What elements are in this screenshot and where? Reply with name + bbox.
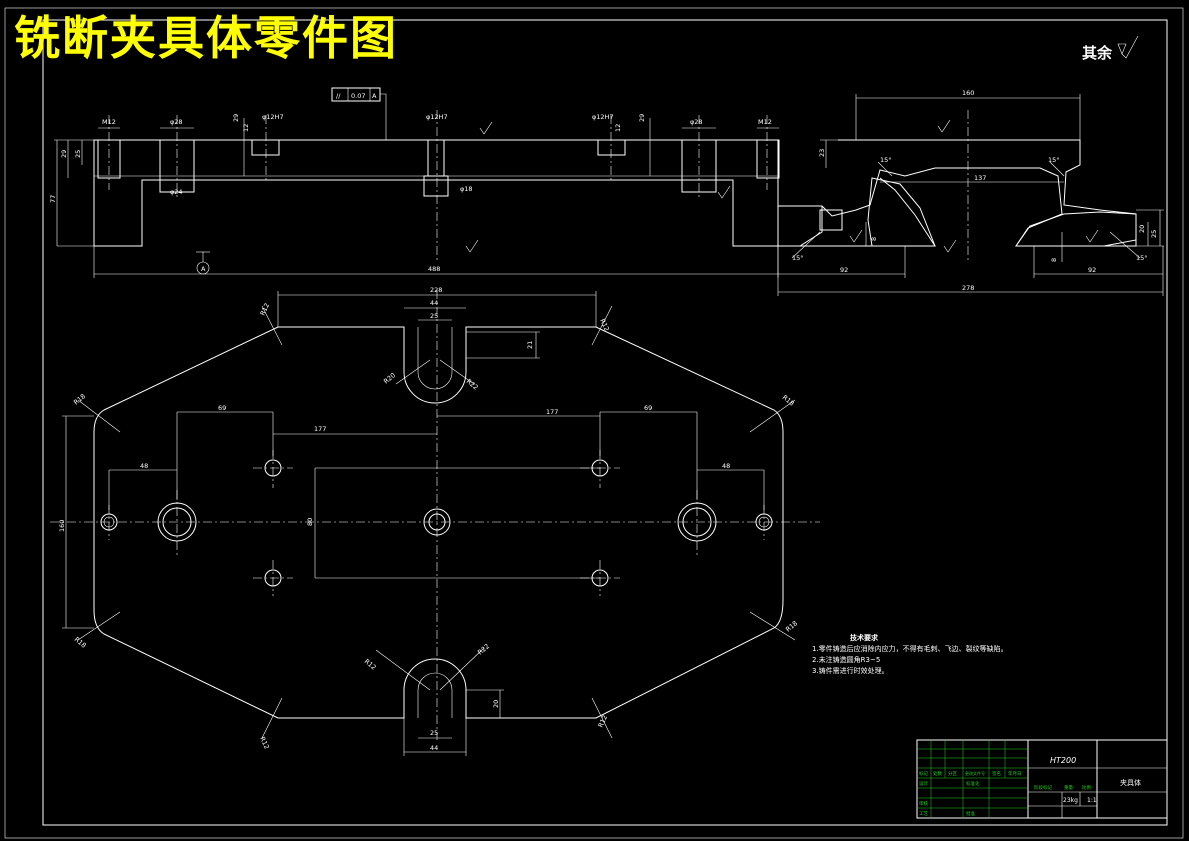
- dim-228: 228: [430, 286, 442, 294]
- dim-92-right: 92: [1088, 266, 1096, 274]
- dim-29-left: 29: [60, 150, 68, 158]
- dim-d28-right: φ28: [690, 118, 703, 126]
- dim-r12-tl: R12: [259, 302, 272, 317]
- dim-8-left: 8: [870, 237, 878, 241]
- dim-25-left: 25: [74, 150, 82, 158]
- dim-r12-bottom: R12: [363, 657, 378, 671]
- dim-r18-tl: R18: [72, 392, 87, 406]
- tech-note-3: 3.铸件需进行时效处理。: [812, 667, 889, 675]
- dim-77: 77: [49, 195, 57, 203]
- dim-48-right: 48: [722, 462, 730, 470]
- dim-15deg-lower-right: 15°: [1136, 254, 1148, 262]
- tol-datum: A: [372, 92, 377, 100]
- tb-header-1: 标记: [919, 770, 928, 777]
- dim-25-bottom: 25: [430, 729, 438, 737]
- dim-80: 80: [306, 518, 314, 526]
- dim-r18-tr: R18: [781, 393, 796, 407]
- tb-header-2: 处数: [933, 770, 942, 777]
- dim-177-right: 177: [546, 408, 558, 416]
- tb-role-design: 设计: [919, 780, 928, 787]
- drawing-title: 铣断夹具体零件图: [14, 11, 398, 65]
- dim-23: 23: [818, 149, 826, 157]
- dim-r18-br: R18: [784, 619, 799, 633]
- dim-d28-left: φ28: [170, 118, 183, 126]
- dim-488: 488: [428, 265, 440, 273]
- tb-header-4: 更改文件号: [965, 770, 985, 776]
- dim-15deg-left: 15°: [880, 156, 892, 164]
- tb-header-5: 签名: [992, 770, 1001, 777]
- dim-29-mid: 29: [232, 114, 240, 122]
- tech-note-1: 1.零件铸造后应消除内应力，不得有毛刺、飞边、裂纹等缺陷。: [812, 645, 1008, 653]
- dim-44-top: 44: [430, 299, 438, 307]
- tb-stage: 阶段标记: [1034, 784, 1052, 791]
- tb-role-process: 工艺: [919, 811, 928, 817]
- technical-requirements: 技术要求 1.零件铸造后应消除内应力，不得有毛刺、飞边、裂纹等缺陷。 2.未注铸…: [812, 633, 1012, 677]
- outer-frame: [4, 7, 1184, 839]
- dim-8-right: 8: [1050, 258, 1058, 262]
- roughness-note: 其余: [1082, 44, 1113, 62]
- plan-view: [50, 290, 820, 756]
- tol-value: 0.07: [351, 92, 365, 100]
- title-block-lines: [916, 739, 1168, 819]
- tb-role-approve: 批准: [966, 810, 975, 817]
- dim-69-left: 69: [218, 404, 226, 412]
- tb-header-6: 年月日: [1008, 770, 1022, 777]
- dim-d18: φ18: [460, 185, 473, 193]
- dim-177-left: 177: [314, 425, 326, 433]
- dim-d12h7-centre: φ12H7: [426, 113, 448, 121]
- dim-48-left: 48: [140, 462, 148, 470]
- dim-r12-bl: R12: [258, 735, 271, 750]
- dim-d24: φ24: [170, 188, 183, 196]
- dim-44-bottom: 44: [430, 744, 438, 752]
- dim-25-side: 25: [1150, 230, 1158, 238]
- dim-15deg-right: 15°: [1048, 156, 1060, 164]
- datum-label: A: [201, 265, 206, 273]
- dim-20-side: 20: [1138, 225, 1146, 233]
- tech-notes-title: 技术要求: [850, 634, 878, 642]
- drawing-scale: 1:1: [1087, 797, 1097, 804]
- dim-160-plan: 160: [58, 520, 66, 532]
- material-label: HT200: [1050, 756, 1077, 765]
- dim-137: 137: [974, 174, 986, 182]
- dim-d12h7-left: φ12H7: [262, 113, 284, 121]
- dim-69-right: 69: [644, 404, 652, 412]
- dim-r22-bottom: R22: [476, 642, 491, 656]
- dim-r12-tr: R12: [598, 317, 611, 332]
- tb-role-review: 审核: [919, 800, 928, 807]
- dim-15deg-lower-left: 15°: [792, 254, 804, 262]
- dim-278: 278: [962, 284, 974, 292]
- dim-r18-bl: R18: [73, 635, 88, 649]
- dim-r12-br: R12: [597, 714, 610, 729]
- dim-21: 21: [526, 341, 534, 349]
- part-mass: 23kg: [1063, 797, 1078, 804]
- roughness-marks: [465, 35, 1139, 253]
- dim-29-right: 29: [638, 114, 646, 122]
- dim-25-top: 25: [430, 312, 438, 320]
- dim-12-right: 12: [614, 124, 622, 132]
- tb-weight: 重量: [1064, 784, 1073, 791]
- inner-frame: [42, 19, 1168, 826]
- dim-12-left: 12: [242, 124, 250, 132]
- dim-160-side: 160: [962, 89, 974, 97]
- side-section-view: [777, 94, 1164, 296]
- front-section-view: [54, 87, 780, 278]
- dim-r20-top: R20: [382, 371, 397, 385]
- tb-header-3: 分区: [948, 770, 957, 777]
- dim-d12h7-right: φ12H7: [592, 113, 614, 121]
- tb-role-standard: 标准化: [966, 780, 980, 787]
- tb-ratio: 比例: [1082, 784, 1091, 791]
- dim-m12-left: M12: [102, 118, 116, 126]
- tol-symbol: //: [336, 92, 341, 100]
- dim-92-left: 92: [840, 266, 848, 274]
- part-name: 夹具体: [1120, 779, 1141, 787]
- tech-note-2: 2.未注铸造圆角R3~5: [812, 656, 881, 664]
- dim-r22-top: R22: [465, 377, 480, 391]
- dim-20-bottom: 20: [492, 700, 500, 708]
- dim-m12-right: M12: [758, 118, 772, 126]
